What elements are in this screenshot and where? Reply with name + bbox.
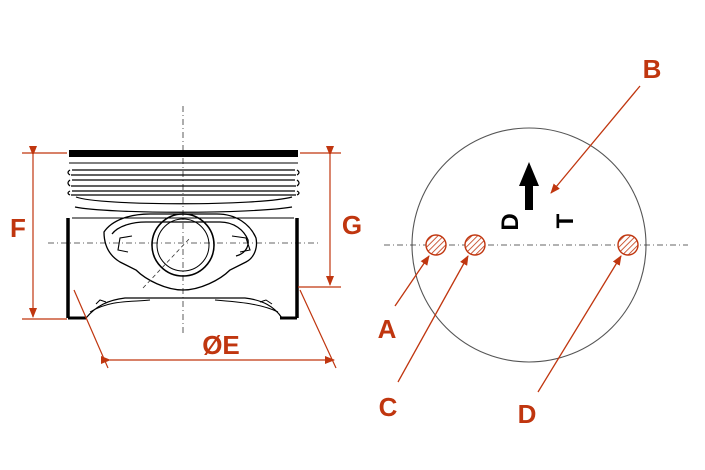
leader-c — [397, 255, 469, 383]
mark-d — [617, 234, 639, 256]
callout-c: C — [379, 392, 398, 422]
leader-a — [394, 255, 430, 307]
piston-top-view: D T A B C D — [378, 54, 688, 429]
dimension-e-label: ØE — [202, 330, 240, 360]
dimension-e — [73, 289, 337, 369]
dimension-g — [298, 146, 341, 288]
dimension-g-label: G — [342, 210, 362, 240]
marking-t: T — [552, 213, 579, 228]
piston-side-view: F G ØE — [10, 106, 362, 369]
piston-crown — [69, 150, 298, 157]
callout-b: B — [643, 54, 662, 84]
ring-grooves — [67, 169, 300, 213]
mark-c — [464, 234, 486, 256]
dimension-f — [22, 146, 67, 320]
piston-skirt — [66, 217, 299, 320]
mark-a — [425, 234, 447, 256]
dimension-f-label: F — [10, 213, 26, 243]
callout-d: D — [518, 399, 537, 429]
leader-b — [550, 85, 641, 194]
arrow-up-icon — [519, 162, 539, 210]
piston-pin-bore — [151, 213, 215, 277]
leader-d — [537, 255, 622, 393]
marking-d: D — [497, 213, 524, 230]
callout-a: A — [378, 314, 397, 344]
piston-pin-boss — [103, 213, 258, 291]
